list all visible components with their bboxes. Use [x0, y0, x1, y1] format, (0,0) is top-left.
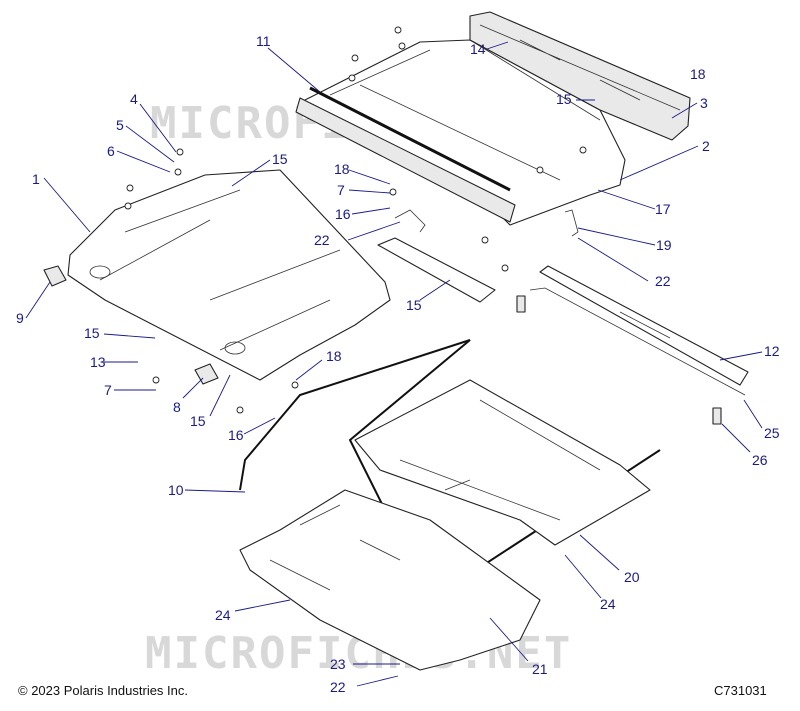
- roof-bar: [539, 265, 749, 386]
- hardware-fasteners: [124, 26, 587, 414]
- callout-12: 12: [764, 343, 780, 359]
- callout-22-right: 22: [655, 273, 671, 289]
- callout-16-lower: 16: [228, 427, 244, 443]
- callout-3: 3: [700, 95, 708, 111]
- callout-6: 6: [107, 143, 115, 159]
- callout-4: 4: [130, 91, 138, 107]
- callout-15-a: 15: [272, 151, 288, 167]
- callout-14: 14: [470, 41, 486, 57]
- callout-24-left: 24: [215, 607, 231, 623]
- bar-end-cap-left: [516, 295, 526, 313]
- callout-16-upper: 16: [335, 206, 351, 222]
- callout-22-upper: 22: [314, 232, 330, 248]
- callout-5: 5: [116, 117, 124, 133]
- callout-26: 26: [752, 452, 768, 468]
- callout-15-d: 15: [406, 297, 422, 313]
- roof-panel-rear: [304, 39, 626, 226]
- wire-rod: [529, 287, 746, 396]
- callout-19: 19: [656, 237, 672, 253]
- callout-10: 10: [168, 482, 184, 498]
- corner-cap-left: [43, 265, 67, 287]
- callout-13: 13: [90, 354, 106, 370]
- headliner-lower: [239, 489, 541, 671]
- callout-20: 20: [624, 569, 640, 585]
- callout-22-lower: 22: [330, 679, 346, 695]
- callout-24-right: 24: [600, 596, 616, 612]
- callout-15-b: 15: [556, 91, 572, 107]
- callout-1: 1: [32, 171, 40, 187]
- headliner-upper: [354, 379, 651, 546]
- callout-11: 11: [256, 33, 271, 49]
- bar-end-cap-right: [712, 407, 722, 425]
- roof-seal-strip: [295, 86, 516, 223]
- callout-15-e: 15: [190, 413, 206, 429]
- copyright-notice: © 2023 Polaris Industries Inc.: [18, 683, 188, 698]
- drawing-id: C731031: [714, 683, 767, 698]
- roof-panel-front: [67, 169, 391, 381]
- corner-cap-right: [194, 363, 219, 385]
- callout-9: 9: [16, 310, 24, 326]
- rear-rail: [469, 11, 691, 141]
- callout-18-rear: 18: [690, 66, 706, 82]
- crossmember-bracket: [377, 237, 496, 303]
- callout-25: 25: [764, 425, 780, 441]
- callout-17: 17: [655, 201, 671, 217]
- callout-numbers: 1 2 3 4 5 6 7 7 8 9 10 11 12 13 14 15 15…: [16, 33, 780, 695]
- callout-18-upper: 18: [334, 161, 350, 177]
- callout-8: 8: [173, 399, 181, 415]
- callout-18-lower: 18: [326, 348, 342, 364]
- callout-23: 23: [330, 656, 346, 672]
- callout-2: 2: [702, 138, 710, 154]
- callout-15-c: 15: [84, 325, 100, 341]
- callout-7-lower: 7: [104, 382, 112, 398]
- hook-bracket-center: [394, 209, 426, 233]
- callout-7-upper: 7: [337, 182, 345, 198]
- leader-lines: [25, 41, 763, 687]
- hook-bracket-right: [564, 209, 579, 237]
- callout-21: 21: [532, 661, 548, 677]
